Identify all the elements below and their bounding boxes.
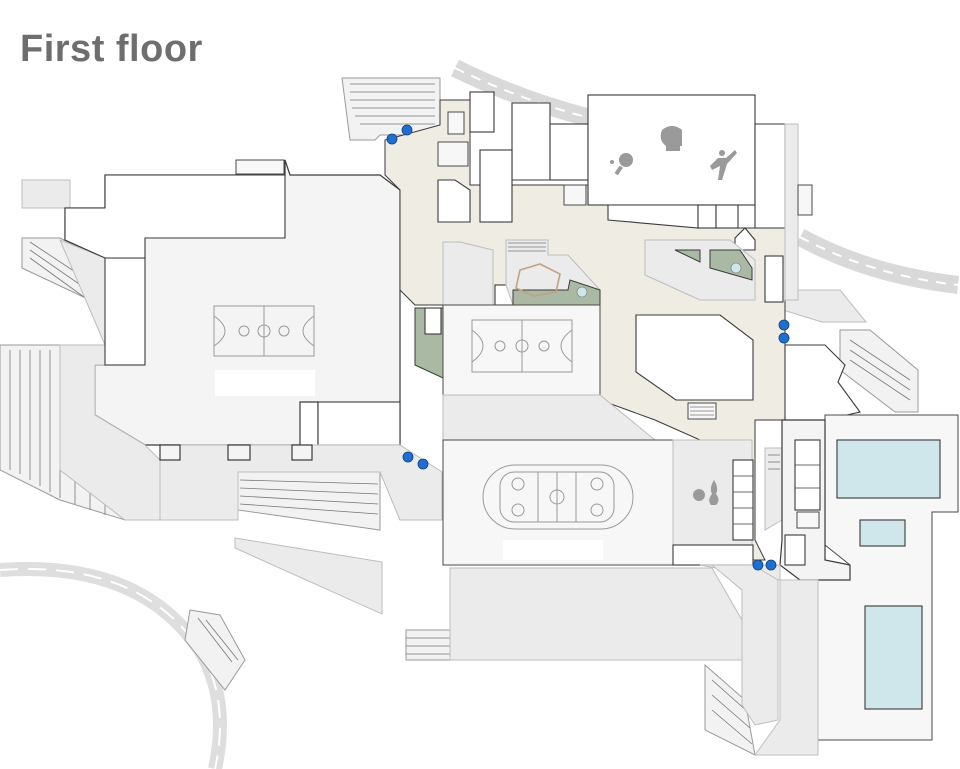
entrance-marker bbox=[401, 124, 413, 136]
entrance-marker bbox=[752, 559, 764, 571]
ice-hockey-rink-icon bbox=[482, 464, 634, 530]
pool-block bbox=[699, 344, 959, 756]
entrance-marker bbox=[417, 458, 429, 470]
basketball-court-icon bbox=[471, 319, 573, 373]
entrance-marker bbox=[402, 451, 414, 463]
boxing-glove-icon bbox=[660, 126, 682, 151]
table-tennis-icon bbox=[610, 153, 633, 176]
entrance-marker bbox=[778, 319, 790, 331]
south-halls bbox=[442, 439, 783, 566]
running-track bbox=[0, 562, 227, 769]
martial-arts-icon bbox=[710, 150, 737, 180]
west-hall bbox=[59, 159, 443, 521]
central-rooms bbox=[414, 239, 784, 441]
entrance-marker bbox=[778, 332, 790, 344]
map-title: First floor bbox=[20, 28, 203, 70]
bowling-icon bbox=[693, 480, 719, 505]
basketball-court-icon bbox=[213, 305, 315, 357]
entrances bbox=[386, 124, 790, 571]
entrance-marker bbox=[386, 133, 398, 145]
entrance-marker bbox=[765, 559, 777, 571]
north-rooms bbox=[437, 91, 813, 301]
outdoor-areas bbox=[21, 179, 868, 661]
